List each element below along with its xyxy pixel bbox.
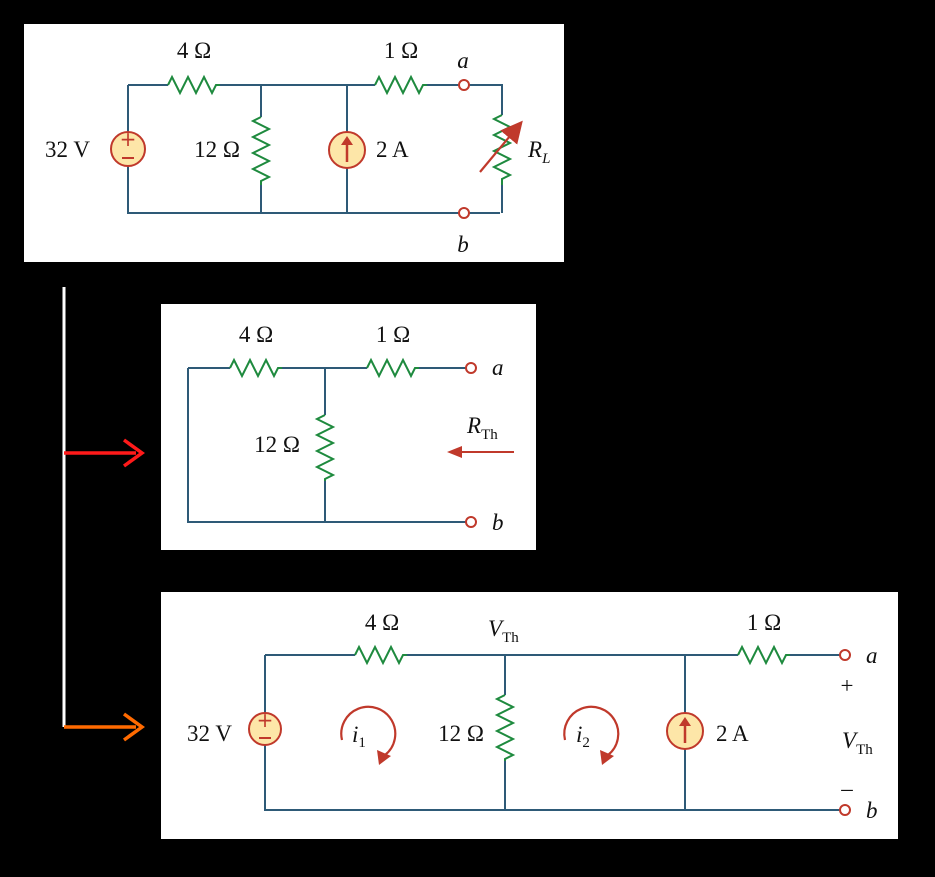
resistor-1ohm bbox=[737, 644, 790, 666]
voltage-source-icon bbox=[248, 712, 282, 746]
label-4ohm: 4 Ω bbox=[365, 610, 399, 635]
terminal-b bbox=[458, 207, 470, 219]
voltage-source-icon bbox=[110, 131, 146, 167]
rth-circuit-panel: 4 Ω 1 Ω 12 Ω a b RTh bbox=[161, 304, 536, 550]
label-4ohm: 4 Ω bbox=[177, 38, 211, 63]
label-i1: i1 bbox=[352, 722, 366, 751]
resistor-4ohm bbox=[167, 74, 220, 96]
red-arrow-icon bbox=[122, 438, 145, 468]
label-2a: 2 A bbox=[376, 137, 409, 162]
orange-arrow-icon bbox=[122, 712, 145, 742]
label-a: a bbox=[492, 355, 504, 380]
label-b: b bbox=[492, 510, 504, 535]
label-32v: 32 V bbox=[187, 721, 232, 746]
terminal-a bbox=[839, 649, 851, 661]
rth-arrow-icon bbox=[447, 446, 462, 458]
terminal-b bbox=[839, 804, 851, 816]
mesh2-arrow-icon bbox=[563, 705, 620, 756]
label-minus: – bbox=[840, 776, 853, 801]
resistor-12ohm bbox=[314, 414, 336, 481]
label-12ohm: 12 Ω bbox=[194, 137, 240, 162]
terminal-a bbox=[458, 79, 470, 91]
label-4ohm: 4 Ω bbox=[239, 322, 273, 347]
label-32v: 32 V bbox=[45, 137, 90, 162]
mesh1-arrow-icon bbox=[340, 705, 397, 756]
svg-text:+: + bbox=[257, 708, 274, 732]
resistor-1ohm bbox=[366, 357, 419, 379]
label-rl: RL bbox=[527, 137, 550, 167]
resistor-4ohm bbox=[229, 357, 282, 379]
label-1ohm: 1 Ω bbox=[376, 322, 410, 347]
label-a: a bbox=[457, 48, 469, 73]
label-1ohm: 1 Ω bbox=[747, 610, 781, 635]
label-i2: i2 bbox=[576, 722, 590, 751]
variable-arrow-icon bbox=[479, 120, 523, 173]
resistor-4ohm bbox=[354, 644, 407, 666]
label-vth: VTh bbox=[842, 728, 873, 758]
original-circuit-panel: + 4 Ω 1 Ω a b 32 V 12 Ω 2 A RL bbox=[24, 24, 564, 262]
label-b: b bbox=[866, 798, 878, 823]
flow-connector bbox=[62, 287, 145, 742]
resistor-1ohm bbox=[374, 74, 427, 96]
resistor-12ohm bbox=[494, 694, 516, 761]
label-12ohm: 12 Ω bbox=[438, 721, 484, 746]
label-rth: RTh bbox=[466, 413, 498, 443]
terminal-a bbox=[465, 362, 477, 374]
vth-circuit-panel: + 4 Ω VTh 1 Ω 32 V i1 12 Ω i2 2 A a b + … bbox=[161, 592, 898, 839]
label-a: a bbox=[866, 643, 878, 668]
label-1ohm: 1 Ω bbox=[384, 38, 418, 63]
label-plus: + bbox=[841, 673, 854, 698]
resistor-12ohm bbox=[250, 116, 272, 185]
label-2a: 2 A bbox=[716, 721, 749, 746]
label-12ohm: 12 Ω bbox=[254, 432, 300, 457]
label-b: b bbox=[457, 232, 469, 257]
terminal-b bbox=[465, 516, 477, 528]
svg-text:+: + bbox=[120, 127, 137, 151]
label-vth-node: VTh bbox=[488, 616, 519, 646]
